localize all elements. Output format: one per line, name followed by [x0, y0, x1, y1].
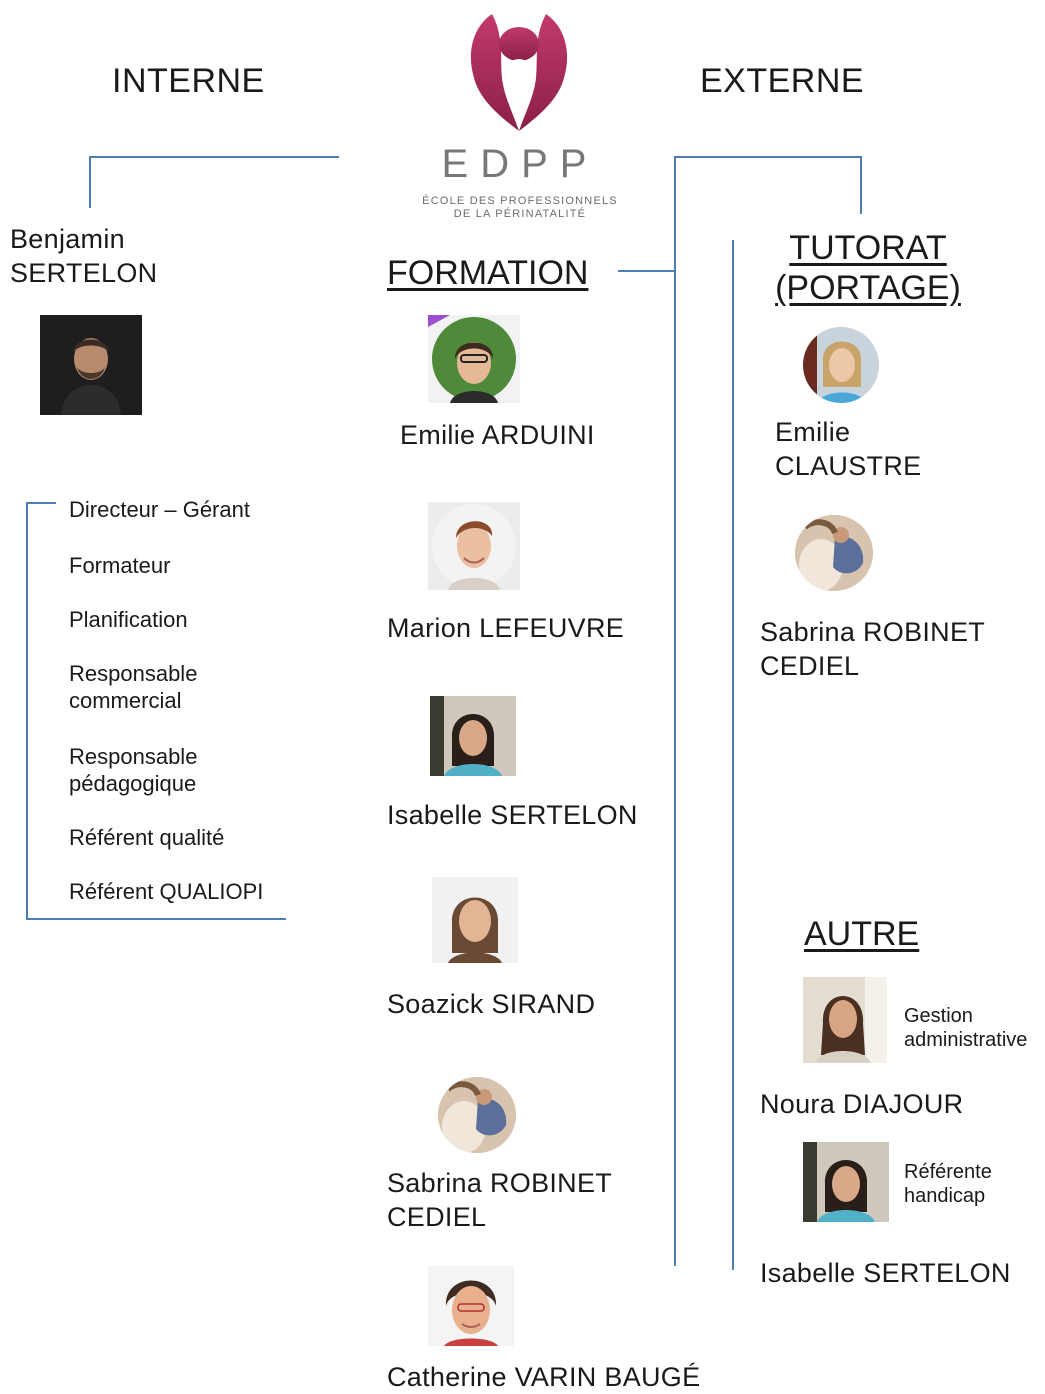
- photo-noura-diajour: [803, 977, 887, 1063]
- formation-name-1: Emilie ARDUINI: [400, 420, 595, 450]
- autre-role-2: Référente handicap: [904, 1161, 992, 1207]
- autre-name-1: Noura DIAJOUR: [760, 1089, 964, 1119]
- roles-bracket-side: [26, 502, 28, 920]
- role-referent-qualite: Référent qualité: [69, 825, 225, 850]
- logo-name: EDPP: [441, 142, 599, 186]
- director-photo: [40, 315, 142, 415]
- connector-interne-drop: [89, 156, 91, 208]
- tutorat-title: TUTORAT (PORTAGE): [775, 229, 961, 307]
- connector-tutorat-spine: [732, 240, 734, 1270]
- formation-name-4: Soazick SIRAND: [387, 989, 596, 1019]
- connector-formation: [618, 270, 676, 272]
- photo-catherine-varin: [428, 1266, 514, 1346]
- photo-isabelle-sertelon-autre: [803, 1142, 889, 1222]
- logo-line2: DE LA PÉRINATALITÉ: [453, 208, 587, 220]
- photo-emilie-arduini: [428, 315, 520, 403]
- photo-emilie-claustre: [803, 327, 879, 403]
- formation-name-2: Marion LEFEUVRE: [387, 613, 625, 643]
- edpp-logo: EDPP ÉCOLE DES PROFESSIONNELS DE LA PÉRI…: [400, 6, 640, 226]
- connector-interne-top: [89, 156, 339, 158]
- interne-heading: INTERNE: [112, 62, 265, 100]
- autre-title: AUTRE: [804, 915, 920, 953]
- roles-bracket-bottom: [26, 918, 286, 920]
- role-responsable-commercial: Responsable commercial: [69, 661, 198, 713]
- role-directeur: Directeur – Gérant: [69, 497, 250, 522]
- autre-role-1: Gestion administrative: [904, 1005, 1028, 1051]
- photo-sabrina-robinet-formation: [438, 1077, 516, 1153]
- tutorat-name-1: Emilie CLAUSTRE: [775, 417, 922, 481]
- role-formateur: Formateur: [69, 553, 171, 578]
- connector-externe-top: [674, 156, 862, 158]
- logo-line1: ÉCOLE DES PROFESSIONNELS: [422, 195, 618, 207]
- connector-externe-drop: [860, 156, 862, 214]
- formation-name-6: Catherine VARIN BAUGÉ: [387, 1362, 701, 1392]
- logo-hands-icon: [470, 14, 568, 131]
- photo-marion-lefeuvre: [428, 502, 520, 590]
- photo-soazick-sirand: [432, 877, 518, 963]
- role-responsable-pedagogique: Responsable pédagogique: [69, 744, 198, 796]
- director-name: Benjamin SERTELON: [10, 224, 158, 288]
- formation-title: FORMATION: [387, 254, 589, 292]
- tutorat-name-2: Sabrina ROBINET CEDIEL: [760, 617, 986, 681]
- role-planification: Planification: [69, 607, 188, 632]
- photo-sabrina-robinet-tutorat: [795, 515, 873, 591]
- role-referent-qualiopi: Référent QUALIOPI: [69, 879, 264, 904]
- externe-heading: EXTERNE: [700, 62, 865, 100]
- photo-isabelle-sertelon: [430, 696, 516, 776]
- connector-externe-spine: [674, 156, 676, 1266]
- roles-bracket-top: [26, 502, 56, 504]
- autre-name-2: Isabelle SERTELON: [760, 1258, 1011, 1288]
- formation-name-5: Sabrina ROBINET CEDIEL: [387, 1168, 613, 1232]
- formation-name-3: Isabelle SERTELON: [387, 800, 638, 830]
